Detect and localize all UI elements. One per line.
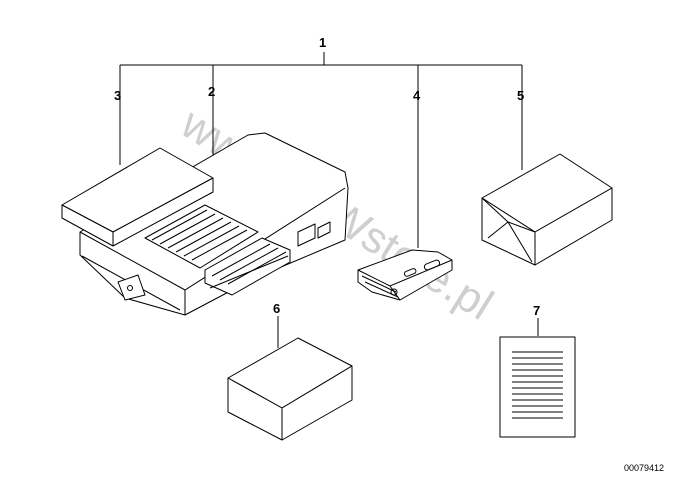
box-part-3: [61, 147, 214, 247]
callout-4: 4: [413, 88, 421, 103]
document-number: 00079412: [624, 463, 664, 473]
callout-1: 1: [319, 35, 326, 50]
callout-5: 5: [517, 88, 524, 103]
control-unit-housing: [79, 132, 349, 316]
key-fob: [357, 249, 453, 301]
leader-lines: [119, 52, 539, 348]
wrapped-package: [481, 153, 613, 266]
document-sheet: [499, 336, 576, 438]
callout-6: 6: [273, 301, 280, 316]
box-part-6: [227, 337, 353, 441]
callout-2: 2: [208, 84, 215, 99]
callout-7: 7: [533, 303, 540, 318]
callout-3: 3: [114, 88, 121, 103]
